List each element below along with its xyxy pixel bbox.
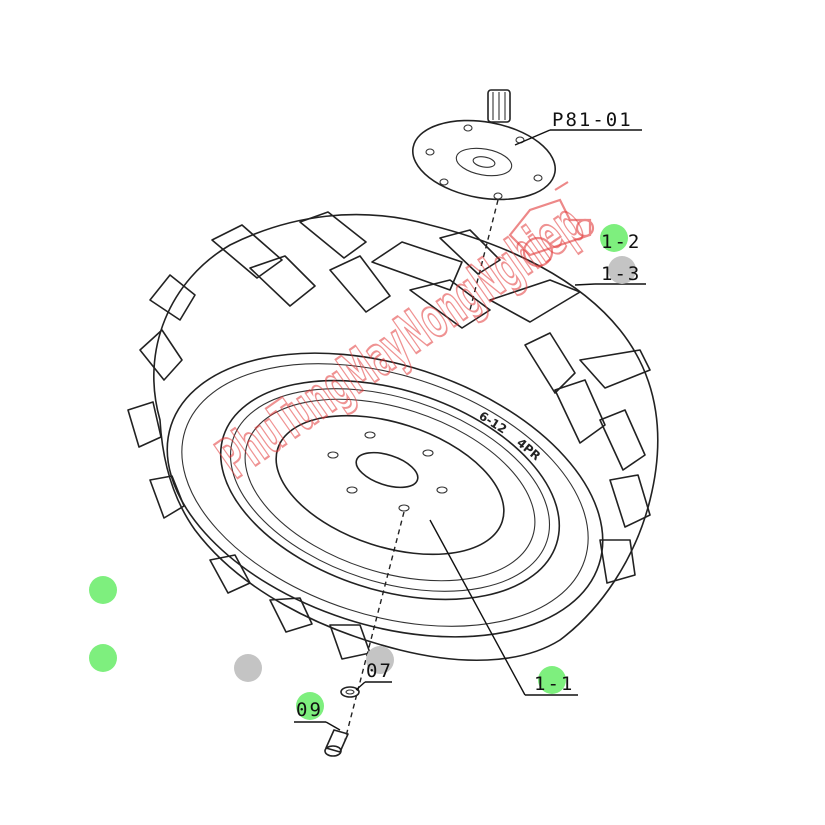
callout-1-1[interactable]: 1-1 bbox=[534, 673, 574, 695]
highlight-dot-left-upper[interactable] bbox=[89, 576, 117, 604]
hub-shaft bbox=[487, 89, 511, 123]
highlight-dot-left-lower[interactable] bbox=[89, 644, 117, 672]
callout-07[interactable]: 07 bbox=[366, 660, 393, 682]
highlight-dot-1-1[interactable] bbox=[538, 666, 566, 694]
rim: 6-12 4PR bbox=[219, 379, 561, 601]
callout-09[interactable]: 09 bbox=[296, 699, 323, 721]
callout-1-3[interactable]: 1-3 bbox=[601, 263, 641, 285]
rim-bolt-holes bbox=[327, 431, 448, 512]
highlight-dot-1-3[interactable] bbox=[608, 256, 636, 284]
bolt bbox=[324, 729, 349, 757]
hub-flange bbox=[411, 89, 557, 201]
tread-lugs bbox=[127, 211, 651, 660]
hub-bolt-holes bbox=[425, 124, 543, 200]
watermark-tractor-logo bbox=[508, 181, 595, 268]
washer bbox=[340, 686, 360, 698]
highlight-dot-09[interactable] bbox=[296, 692, 324, 720]
highlight-dot-07[interactable] bbox=[366, 646, 394, 674]
highlight-dot-gray-mid[interactable] bbox=[234, 654, 262, 682]
tire bbox=[127, 211, 659, 662]
highlight-markers bbox=[89, 224, 636, 720]
assembly-axis bbox=[469, 199, 499, 311]
leader-lines bbox=[294, 129, 646, 731]
callout-p81-01[interactable]: P81-01 bbox=[552, 109, 633, 131]
highlight-dot-1-2[interactable] bbox=[600, 224, 628, 252]
callout-1-2[interactable]: 1-2 bbox=[601, 231, 641, 253]
